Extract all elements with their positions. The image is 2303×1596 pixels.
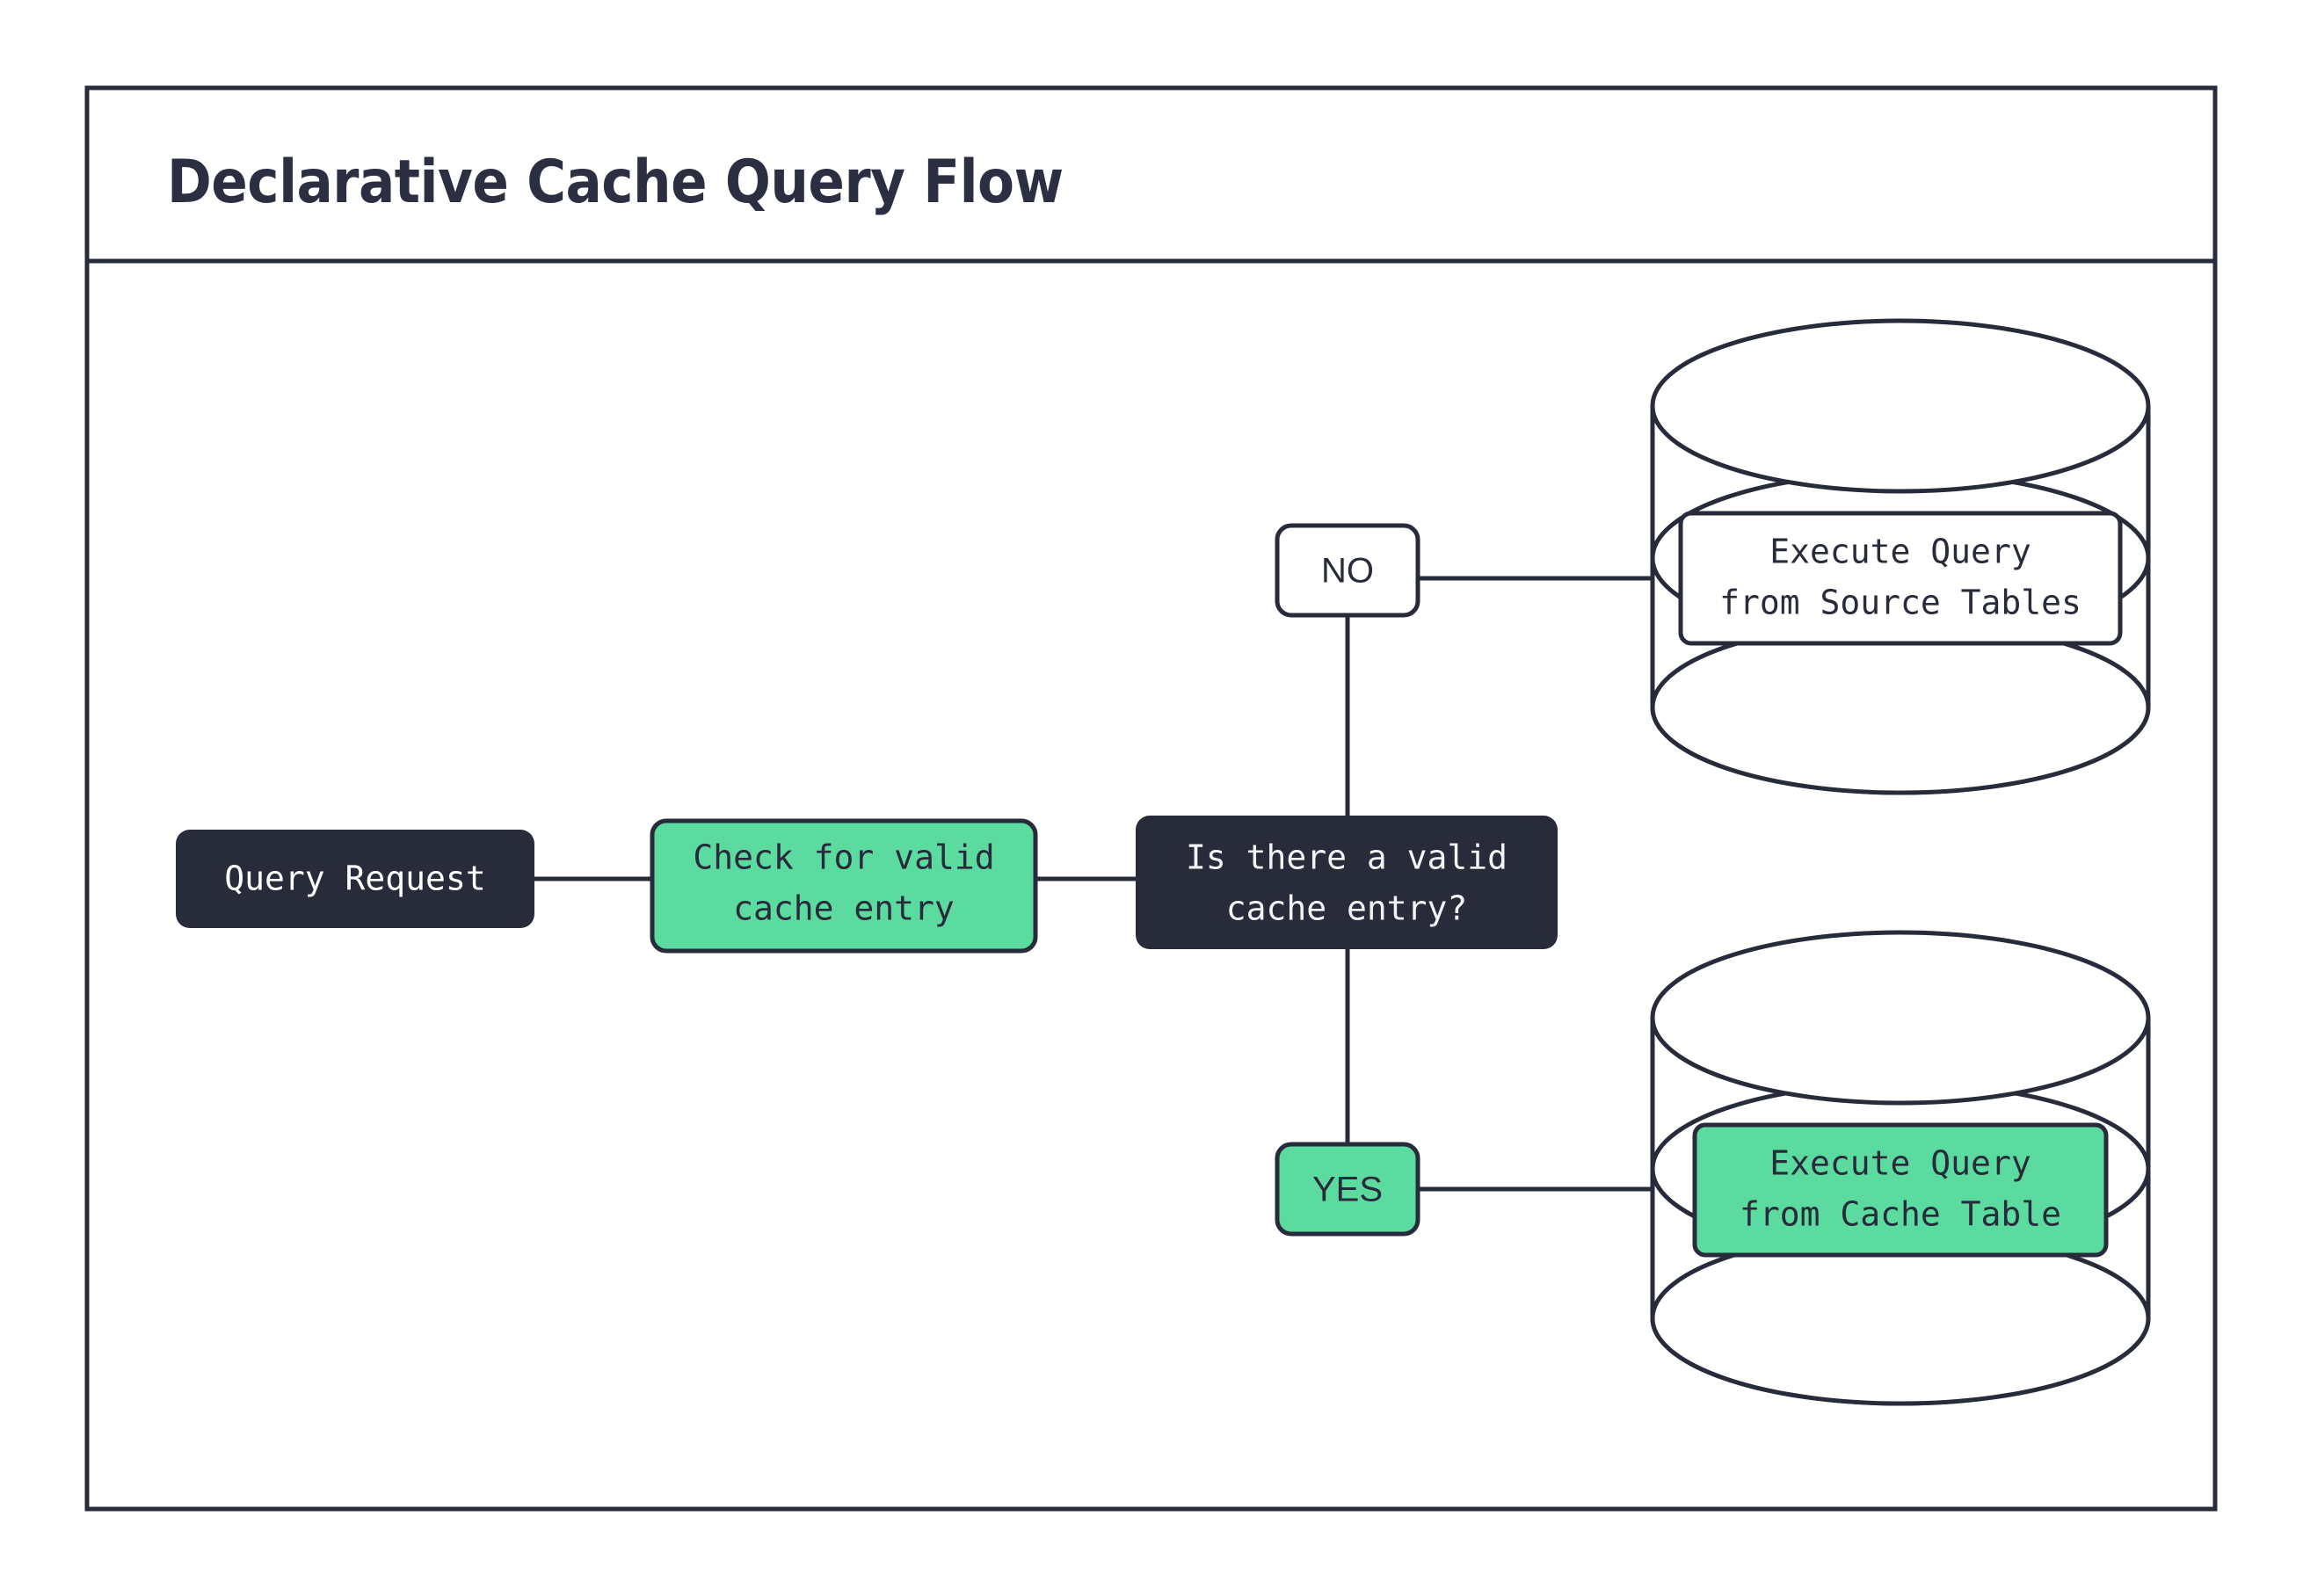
- node-check-cache-label-line1: Check for valid: [693, 838, 994, 877]
- node-query-request[interactable]: Query Request: [176, 830, 534, 928]
- node-source-tables[interactable]: Execute Query from Source Tables: [1678, 511, 2123, 646]
- node-decision-label-line1: Is there a valid: [1186, 838, 1507, 877]
- page-title: Declarative Cache Query Flow: [167, 148, 1064, 217]
- edge-label-yes[interactable]: YES: [1275, 1142, 1420, 1237]
- node-cache-table-label-line2: from Cache Table: [1740, 1195, 2061, 1234]
- edge-label-no-text: NO: [1321, 552, 1374, 591]
- node-check-cache-label-line2: cache entry: [733, 889, 955, 928]
- node-source-tables-label-line1: Execute Query: [1769, 533, 2031, 571]
- edge-label-yes-text: YES: [1312, 1171, 1383, 1209]
- node-source-tables-label-line2: from Source Tables: [1719, 584, 2081, 622]
- node-query-request-label: Query Request: [224, 860, 485, 898]
- edge-label-no[interactable]: NO: [1275, 523, 1420, 618]
- node-decision-label-line2: cache entry?: [1226, 889, 1468, 928]
- node-cache-table[interactable]: Execute Query from Cache Table: [1692, 1122, 2109, 1258]
- node-decision[interactable]: Is there a valid cache entry?: [1136, 816, 1558, 949]
- node-check-cache[interactable]: Check for valid cache entry: [650, 818, 1038, 954]
- node-cache-table-label-line1: Execute Query: [1769, 1144, 2031, 1183]
